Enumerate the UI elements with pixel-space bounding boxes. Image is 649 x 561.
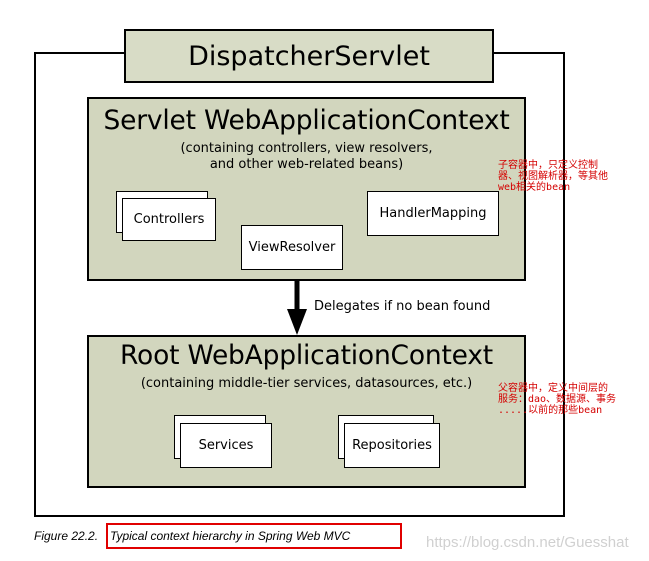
view-resolver-card: ViewResolver <box>241 225 343 270</box>
servlet-context-note: 子容器中，只定义控制 器、视图解析器，等其他 web相关的bean <box>498 160 608 193</box>
figure-number: Figure 22.2. <box>34 529 99 543</box>
root-web-application-context: Root WebApplicationContext (containing m… <box>87 335 526 488</box>
controllers-label: Controllers <box>133 212 205 227</box>
repositories-label: Repositories <box>352 438 432 453</box>
controllers-card: Controllers <box>122 198 216 241</box>
servlet-context-title: Servlet WebApplicationContext <box>103 105 510 136</box>
services-card: Services <box>180 423 272 468</box>
handler-mapping-card: HandlerMapping <box>367 191 499 236</box>
delegation-label: Delegates if no bean found <box>314 299 491 314</box>
services-label: Services <box>198 438 254 453</box>
root-context-note: 父容器中，定义中间层的 服务：dao、数据源、事务 .....以前的那些bean <box>498 383 617 416</box>
root-context-subtitle: (containing middle-tier services, dataso… <box>140 376 473 391</box>
repositories-card: Repositories <box>344 423 440 468</box>
servlet-context-subtitle-line1: (containing controllers, view resolvers, <box>180 141 433 156</box>
dispatcher-servlet-title: DispatcherServlet <box>124 29 494 83</box>
servlet-context-subtitle: (containing controllers, view resolvers,… <box>89 141 524 173</box>
caption-highlight-box <box>106 523 402 549</box>
handler-mapping-label: HandlerMapping <box>379 206 487 221</box>
figure-caption: Typical context hierarchy in Spring Web … <box>110 529 351 543</box>
root-context-title: Root WebApplicationContext <box>120 340 493 371</box>
watermark: https://blog.csdn.net/Guesshat <box>426 534 629 551</box>
delegation-arrow-icon <box>287 281 307 335</box>
view-resolver-label: ViewResolver <box>248 240 336 255</box>
servlet-context-subtitle-line2: and other web-related beans) <box>209 157 404 172</box>
dispatcher-servlet-label: DispatcherServlet <box>188 40 430 72</box>
